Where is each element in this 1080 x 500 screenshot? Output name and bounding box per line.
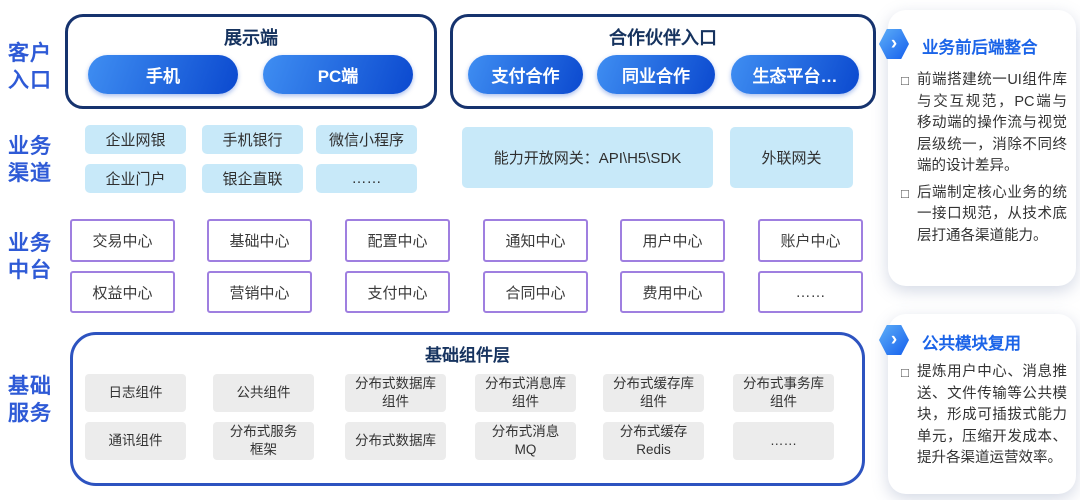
component-log: 日志组件 (85, 374, 186, 412)
component-dist-redis: 分布式缓存 Redis (603, 422, 704, 460)
foundation-card-title: 基础组件层 (425, 346, 510, 365)
center-account: 账户中心 (758, 219, 863, 262)
chevron-glyph: › (890, 329, 898, 350)
channel-more-dots: …… (316, 164, 417, 193)
bullet-text: 后端制定核心业务的统一接口规范，从技术底层打通各渠道能力。 (917, 184, 1067, 244)
component-dist-mq: 分布式消息 MQ (475, 422, 576, 460)
panel-module-reuse: › 公共模块复用 □ 提炼用户中心、消息推送、文件传输等公共模块，形成可插拔式能… (879, 314, 1076, 494)
panel-title-reuse: 公共模块复用 (922, 335, 1021, 353)
foundation-card: 基础组件层 (70, 332, 865, 486)
component-dist-db: 分布式数据库 (345, 422, 446, 460)
channel-corp-ebank: 企业网银 (85, 125, 186, 154)
partner-card: 合作伙伴入口 支付合作 同业合作 生态平台… (450, 14, 876, 109)
component-more-dots: …… (733, 422, 834, 460)
bullet-item: □ 前端搭建统一UI组件库与交互规范，PC端与移动端的操作流与视觉层级统一，消除… (901, 70, 1067, 178)
component-dist-cache-kit: 分布式缓存库 组件 (603, 374, 704, 412)
display-card: 展示端 手机 PC端 (65, 14, 437, 109)
center-more-dots: …… (758, 271, 863, 313)
row-label-business-channels: 业务 渠道 (8, 135, 52, 185)
panel-bullets: □ 前端搭建统一UI组件库与交互规范，PC端与移动端的操作流与视觉层级统一，消除… (901, 70, 1067, 252)
center-trade: 交易中心 (70, 219, 175, 262)
partner-card-title: 合作伙伴入口 (609, 28, 717, 48)
center-payment: 支付中心 (345, 271, 450, 313)
center-fee: 费用中心 (620, 271, 725, 313)
center-rights: 权益中心 (70, 271, 175, 313)
pill-pc: PC端 (263, 55, 413, 94)
bullet-item: □ 后端制定核心业务的统一接口规范，从技术底层打通各渠道能力。 (901, 183, 1067, 248)
channel-external-gateway: 外联网关 (730, 127, 853, 188)
chevron-glyph: › (890, 33, 898, 54)
channel-corp-portal: 企业门户 (85, 164, 186, 193)
component-common: 公共组件 (213, 374, 314, 412)
channel-mobile-bank: 手机银行 (202, 125, 303, 154)
pill-payment-coop: 支付合作 (468, 55, 583, 94)
pill-peer-coop: 同业合作 (597, 55, 715, 94)
pill-eco-platform: 生态平台… (731, 55, 859, 94)
pill-mobile: 手机 (88, 55, 238, 94)
component-dist-framework: 分布式服务 框架 (213, 422, 314, 460)
panel-title-frontback: 业务前后端整合 (922, 39, 1038, 57)
component-dist-db-kit: 分布式数据库 组件 (345, 374, 446, 412)
center-marketing: 营销中心 (207, 271, 312, 313)
row-label-foundation: 基础 服务 (8, 375, 52, 425)
center-notify: 通知中心 (483, 219, 588, 262)
square-bullet-icon: □ (901, 73, 909, 88)
center-base: 基础中心 (207, 219, 312, 262)
channel-open-gateway: 能力开放网关：API\H5\SDK (462, 127, 713, 188)
component-comm: 通讯组件 (85, 422, 186, 460)
panel-frontback-integration: › 业务前后端整合 □ 前端搭建统一UI组件库与交互规范，PC端与移动端的操作流… (879, 10, 1076, 286)
row-label-business-middle: 业务 中台 (8, 232, 52, 282)
component-dist-msg-kit: 分布式消息库 组件 (475, 374, 576, 412)
display-card-title: 展示端 (224, 28, 278, 48)
center-contract: 合同中心 (483, 271, 588, 313)
center-user: 用户中心 (620, 219, 725, 262)
square-bullet-icon: □ (901, 365, 909, 380)
chevron-right-icon: › (879, 324, 909, 356)
bullet-text: 提炼用户中心、消息推送、文件传输等公共模块，形成可插拔式能力单元，压缩开发成本、… (917, 364, 1067, 466)
bullet-text: 前端搭建统一UI组件库与交互规范，PC端与移动端的操作流与视觉层级统一，消除不同… (917, 72, 1067, 174)
bullet-item: □ 提炼用户中心、消息推送、文件传输等公共模块，形成可插拔式能力单元，压缩开发成… (901, 362, 1067, 470)
chevron-right-icon: › (879, 28, 909, 60)
square-bullet-icon: □ (901, 185, 909, 201)
row-label-customer-entry: 客户 入口 (8, 42, 52, 92)
channel-wechat-mini: 微信小程序 (316, 125, 417, 154)
center-config: 配置中心 (345, 219, 450, 262)
component-dist-tx-kit: 分布式事务库 组件 (733, 374, 834, 412)
panel-bullets: □ 提炼用户中心、消息推送、文件传输等公共模块，形成可插拔式能力单元，压缩开发成… (901, 362, 1067, 475)
channel-bank-direct: 银企直联 (202, 164, 303, 193)
